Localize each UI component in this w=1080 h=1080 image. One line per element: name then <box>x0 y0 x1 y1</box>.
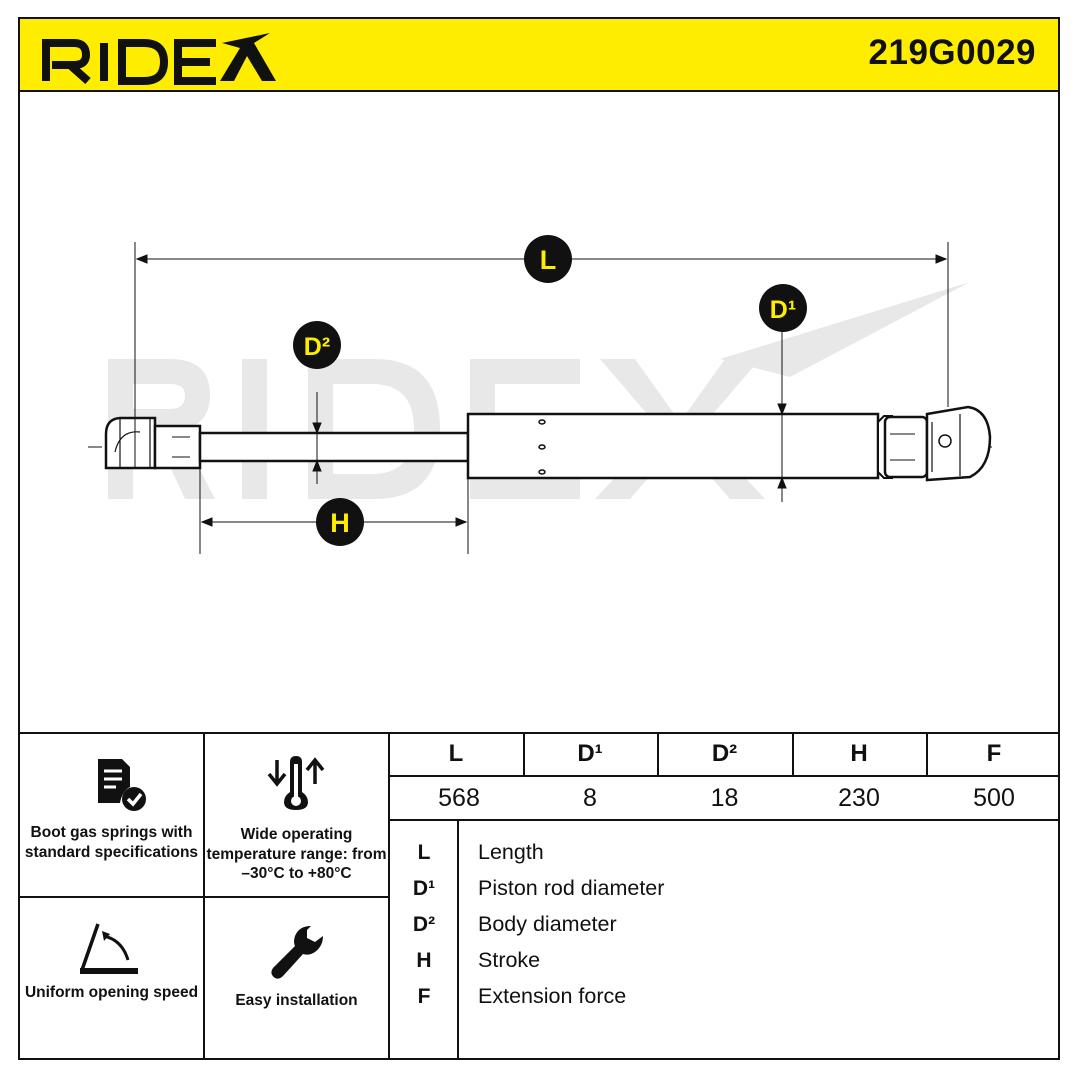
legend-key: F <box>417 985 431 1008</box>
divider <box>20 732 1058 734</box>
thermometer-icon <box>267 756 325 810</box>
table-header-cell: D² <box>711 740 738 767</box>
part-number: 219G0029 <box>868 33 1036 72</box>
divider <box>388 732 390 1058</box>
feature-text: Uniform opening speed <box>24 984 199 1001</box>
header-bar: 219G0029 <box>20 19 1058 92</box>
legend-label: Extension force <box>478 984 627 1008</box>
cylinder-body <box>466 412 880 480</box>
table-value-cell: 568 <box>438 784 480 812</box>
badge-D2: D² <box>293 321 341 369</box>
legend-key: D² <box>412 913 436 936</box>
table-header-cell: H <box>850 740 868 767</box>
left-end-fitting <box>104 416 202 470</box>
opening-angle-icon <box>80 923 138 974</box>
legend-label: Piston rod diameter <box>478 876 665 900</box>
divider <box>203 732 205 1058</box>
feature-text: Easy installation <box>235 992 358 1009</box>
product-sheet: 219G0029 <box>18 17 1060 1060</box>
legend-key: D¹ <box>412 877 436 900</box>
spec-table: L D¹ D² H F 568 8 18 230 500 L Length D¹… <box>389 732 1058 1058</box>
feature-opening-speed: Uniform opening speed <box>20 898 203 1058</box>
badge-D1: D¹ <box>759 284 807 332</box>
dimension-body-diameter <box>777 332 787 502</box>
gas-spring-drawing: L D² D¹ H <box>88 235 992 554</box>
legend-label: Body diameter <box>478 912 617 936</box>
divider <box>523 732 525 776</box>
table-header-cell: F <box>986 740 1002 767</box>
table-value-cell: 8 <box>583 784 597 812</box>
feature-temperature-range: Wide operating temperature range: from –… <box>205 732 388 896</box>
divider <box>389 819 1058 821</box>
table-value-cell: 18 <box>710 784 739 812</box>
table-header-cell: D¹ <box>577 740 603 767</box>
document-check-icon <box>98 759 146 811</box>
legend-key: L <box>417 841 431 864</box>
divider <box>792 732 794 776</box>
divider <box>926 732 928 776</box>
divider <box>457 820 459 1058</box>
badge-D1-text: D¹ <box>770 296 796 324</box>
feature-standard-specs: Boot gas springs with standard specifica… <box>20 732 203 896</box>
table-header-cell: L <box>448 740 464 767</box>
wrench-icon <box>271 926 323 979</box>
table-value-cell: 500 <box>973 784 1015 812</box>
right-end-fitting <box>877 405 992 482</box>
feature-easy-installation: Easy installation <box>205 898 388 1058</box>
info-section: Boot gas springs with standard specifica… <box>20 732 1058 1058</box>
badge-H-text: H <box>330 508 350 538</box>
badge-L-text: L <box>540 245 557 275</box>
piston-rod <box>198 431 470 463</box>
legend-label: Stroke <box>478 948 541 972</box>
feature-text: Wide operating temperature range: from –… <box>206 826 387 882</box>
badge-H: H <box>316 498 364 546</box>
badge-L: L <box>524 235 572 283</box>
divider <box>389 775 1058 777</box>
legend-key: H <box>416 949 432 972</box>
divider <box>20 896 389 898</box>
dimension-rod-diameter <box>312 392 322 484</box>
legend-label: Length <box>478 840 544 864</box>
badge-D2-text: D² <box>304 333 330 361</box>
feature-text: Boot gas springs with standard specifica… <box>24 824 199 861</box>
ridex-logo <box>42 33 276 85</box>
divider <box>657 732 659 776</box>
table-value-cell: 230 <box>838 784 880 812</box>
